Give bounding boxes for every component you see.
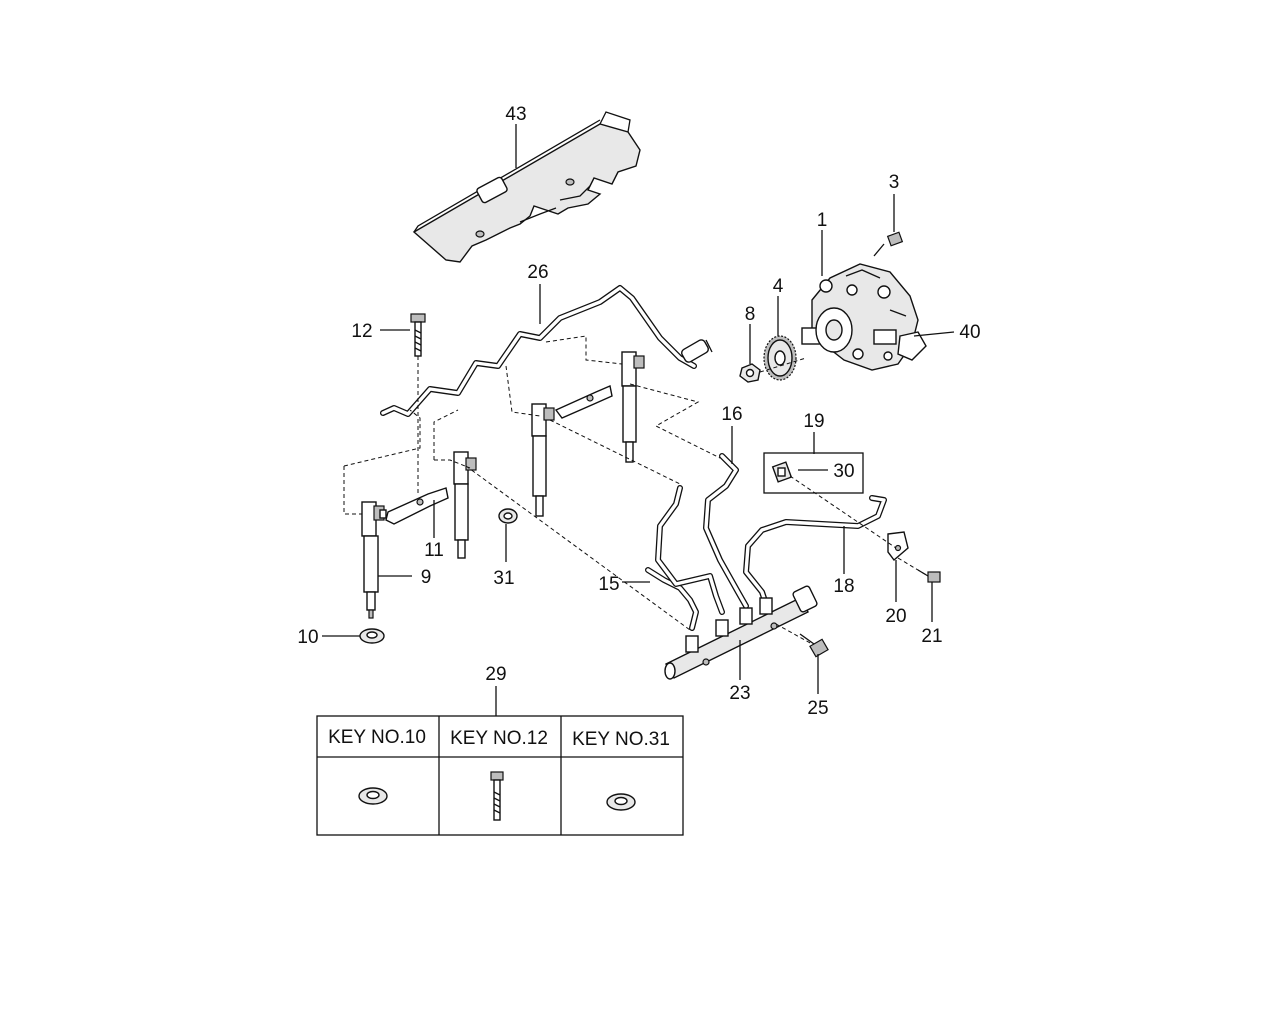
leader-lines — [322, 124, 955, 716]
key-header-10: KEY NO.10 — [328, 727, 426, 748]
key-header-31: KEY NO.31 — [572, 729, 670, 750]
callout-18: 18 — [833, 576, 854, 597]
callout-20: 20 — [885, 606, 906, 627]
callout-12: 12 — [351, 321, 372, 342]
callout-9: 9 — [421, 567, 432, 588]
washer-10 — [359, 628, 385, 644]
callout-43: 43 — [505, 104, 526, 125]
assembly-lines — [343, 335, 929, 645]
injector-1 — [361, 501, 387, 619]
gear-4 — [763, 335, 797, 381]
injector-3 — [531, 403, 555, 517]
key-bolt-icon — [490, 771, 504, 821]
fuel-lines — [645, 453, 887, 631]
bolt-12 — [410, 313, 426, 357]
key-washer-icon — [358, 787, 388, 805]
fuel-pump-1 — [801, 263, 927, 371]
bolt-21 — [917, 569, 941, 583]
key-table: KEY NO.10 KEY NO.12 KEY NO.31 — [316, 715, 684, 836]
key-seal-icon — [606, 793, 636, 811]
callout-15: 15 — [598, 574, 619, 595]
callout-labels: 43 3 1 4 8 40 12 26 16 19 30 11 9 10 31 … — [297, 104, 980, 719]
callout-10: 10 — [297, 627, 318, 648]
bolt-25 — [799, 633, 829, 658]
callout-1: 1 — [817, 210, 828, 231]
seal-31 — [498, 508, 518, 524]
bracket-20 — [887, 531, 909, 562]
callout-4: 4 — [773, 276, 784, 297]
callout-23: 23 — [729, 683, 750, 704]
callout-21: 21 — [921, 626, 942, 647]
injector-2 — [453, 451, 477, 559]
callout-8: 8 — [745, 304, 756, 325]
callout-16: 16 — [721, 404, 742, 425]
return-hose-26 — [380, 285, 713, 417]
callout-3: 3 — [889, 172, 900, 193]
bolt-3 — [873, 231, 904, 257]
callout-31: 31 — [493, 568, 514, 589]
callout-25: 25 — [807, 698, 828, 719]
engine-cover-43 — [412, 111, 641, 263]
callout-19: 19 — [803, 411, 824, 432]
key-header-12: KEY NO.12 — [450, 728, 548, 749]
callout-30: 30 — [833, 461, 854, 482]
clamp-11 — [385, 385, 613, 525]
callout-11: 11 — [424, 540, 444, 561]
nut-8 — [739, 363, 761, 383]
injector-4 — [621, 351, 645, 463]
callout-26: 26 — [527, 262, 548, 283]
common-rail-23 — [664, 585, 818, 680]
callout-40: 40 — [959, 322, 980, 343]
callout-29: 29 — [485, 664, 506, 685]
